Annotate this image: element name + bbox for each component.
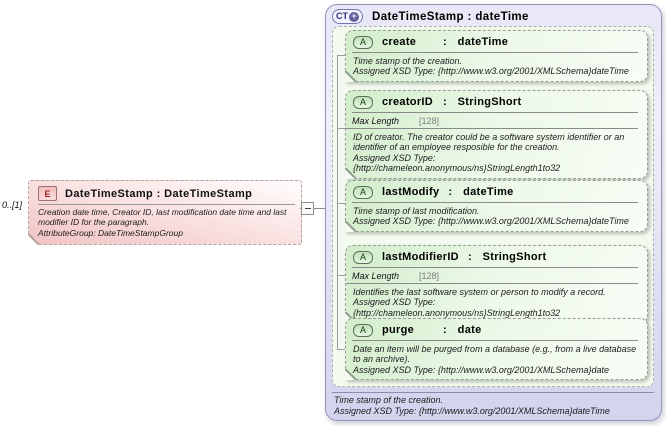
complextype-header: CT + DateTimeStamp : dateTime	[326, 5, 661, 24]
attribute-description: ID of creator. The creator could be a so…	[353, 132, 625, 174]
attribute-description: Time stamp of last modification. Assigne…	[353, 206, 629, 227]
facet-row: Max Length [128]	[346, 113, 638, 129]
element-attribute-group: AttributeGroup: DateTimeStampGroup	[38, 227, 183, 238]
facet-value: [128]	[419, 115, 440, 126]
divider	[332, 392, 654, 393]
attribute-box-creatorid[interactable]: A creatorID : StringShort Max Length [12…	[345, 90, 648, 179]
attribute-icon: A	[353, 35, 373, 49]
attribute-header: A purge : date	[346, 319, 647, 340]
element-description: Creation date time, Creator ID, last mod…	[38, 207, 297, 238]
attribute-header: A lastModify : dateTime	[346, 181, 647, 202]
attribute-header: A create : dateTime	[346, 31, 647, 52]
attribute-header: A lastModifierID : StringShort	[346, 246, 647, 267]
tree-line	[337, 55, 338, 349]
attribute-icon: A	[353, 250, 373, 264]
element-box-datetimestamp[interactable]: E DateTimeStamp : DateTimeStamp Creation…	[28, 180, 302, 245]
divider	[352, 112, 638, 113]
tree-stub	[337, 128, 346, 129]
divider	[352, 267, 638, 268]
connector-line	[300, 208, 337, 209]
divider	[352, 340, 638, 341]
footer-description: Time stamp of the creation.	[334, 395, 443, 405]
attribute-name: create	[382, 36, 417, 48]
attribute-type: dateTime	[463, 186, 514, 198]
complextype-icon: CT +	[332, 9, 363, 24]
collapse-toggle-icon[interactable]	[301, 202, 314, 215]
attribute-icon: A	[353, 185, 373, 199]
complextype-box-datetimestamp[interactable]: CT + DateTimeStamp : dateTime A create :…	[325, 4, 662, 421]
facet-name: Max Length	[352, 115, 400, 126]
attribute-description: Date an item will be purged from a datab…	[353, 344, 637, 375]
attribute-description: Identifies the last software system or p…	[353, 287, 606, 318]
attribute-icon: A	[353, 95, 373, 109]
attribute-type: dateTime	[457, 36, 509, 48]
tree-stub	[337, 349, 346, 350]
attribute-box-lastmodifierid[interactable]: A lastModifierID : StringShort Max Lengt…	[345, 245, 648, 324]
divider	[352, 202, 638, 203]
facet-name: Max Length	[352, 270, 400, 281]
tree-stub	[337, 275, 346, 276]
attribute-type: date	[457, 324, 482, 336]
complextype-title: DateTimeStamp : dateTime	[372, 10, 529, 23]
attribute-description: Time stamp of the creation. Assigned XSD…	[353, 56, 629, 77]
attribute-type: StringShort	[457, 96, 522, 108]
attribute-box-create[interactable]: A create : dateTime Time stamp of the cr…	[345, 30, 648, 82]
facet-value: [128]	[419, 270, 440, 281]
divider	[352, 52, 638, 53]
complextype-footer: Time stamp of the creation. Assigned XSD…	[334, 395, 655, 416]
footer-xsd-type: Assigned XSD Type: {http://www.w3.org/20…	[334, 405, 610, 416]
divider	[38, 204, 295, 205]
element-icon: E	[38, 186, 57, 201]
facet-row: Max Length [128]	[346, 268, 638, 284]
element-header: E DateTimeStamp : DateTimeStamp	[29, 181, 301, 201]
attributes-container: A create : dateTime Time stamp of the cr…	[332, 26, 654, 387]
attribute-name: lastModify	[382, 186, 440, 198]
cardinality-label: 0..[1]	[2, 200, 23, 210]
attribute-header: A creatorID : StringShort	[346, 91, 647, 112]
attribute-name: creatorID	[382, 96, 433, 108]
plus-icon: +	[349, 11, 359, 22]
attribute-box-lastmodify[interactable]: A lastModify : dateTime Time stamp of la…	[345, 180, 648, 232]
element-title: DateTimeStamp : DateTimeStamp	[65, 187, 253, 200]
tree-stub	[337, 203, 346, 204]
attribute-icon: A	[353, 323, 373, 337]
attribute-name: purge	[382, 324, 415, 336]
attribute-name: lastModifierID	[382, 251, 459, 263]
attribute-box-purge[interactable]: A purge : date Date an item will be purg…	[345, 318, 648, 381]
minus-icon	[305, 208, 311, 209]
element-description-text: Creation date time, Creator ID, last mod…	[38, 207, 287, 228]
attribute-type: StringShort	[482, 251, 547, 263]
tree-stub	[337, 55, 346, 56]
